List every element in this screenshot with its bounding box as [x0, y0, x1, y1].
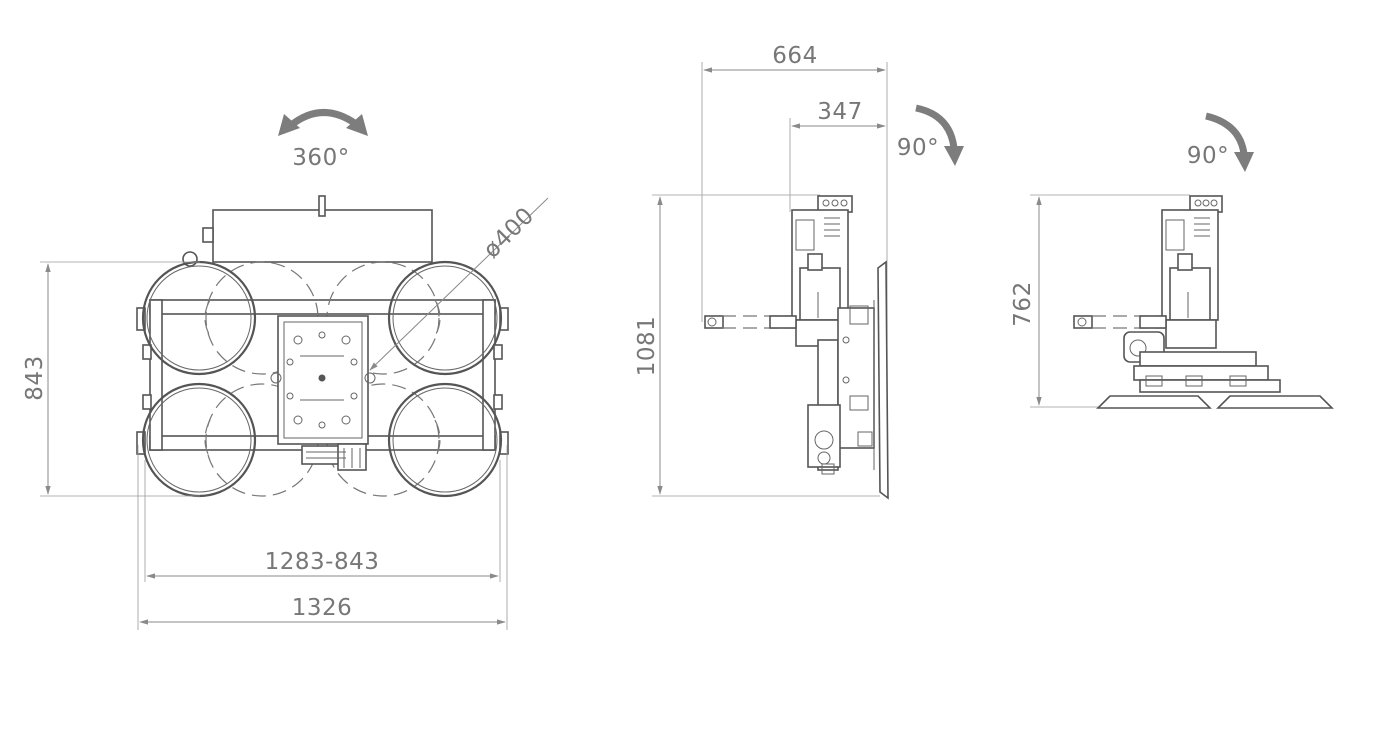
housing-knob	[202, 227, 214, 243]
pad	[1216, 395, 1334, 409]
pad	[1096, 395, 1212, 409]
top-view: 360°	[22, 109, 549, 630]
motor	[1169, 267, 1211, 321]
width-total-label: 1326	[292, 595, 353, 621]
housing	[212, 209, 433, 263]
height-label-side: 1081	[634, 316, 660, 377]
bracket	[493, 344, 503, 360]
width-partial-label: 347	[817, 99, 862, 125]
rotate-90-arrow-icon	[1205, 112, 1254, 172]
width-range-label: 1283-843	[265, 549, 380, 575]
side-view: 664 347 1081 90°	[634, 43, 964, 500]
frame	[1139, 379, 1281, 393]
gearbox	[1165, 319, 1217, 349]
lower-drive	[807, 404, 841, 468]
diameter-label: ø400	[479, 203, 540, 264]
frame	[1139, 351, 1257, 367]
bracket	[136, 431, 146, 455]
motor	[799, 267, 841, 321]
frame-left-rail	[149, 299, 163, 451]
frame-right-rail	[482, 299, 496, 451]
arm	[1073, 315, 1167, 329]
bottom-mechanism	[301, 443, 367, 471]
width-total-label-side: 664	[772, 43, 817, 69]
bracket	[142, 394, 152, 410]
arm	[704, 315, 797, 329]
bracket	[142, 344, 152, 360]
height-label-end: 762	[1010, 281, 1036, 326]
rotation-label-top: 360°	[292, 145, 349, 171]
height-label-top: 843	[22, 355, 48, 400]
end-view: 90° 762	[1010, 112, 1334, 409]
rotate-360-arrow-icon	[278, 109, 368, 136]
rotation-label-side: 90°	[897, 135, 939, 161]
bracket	[493, 394, 503, 410]
diameter-leader	[369, 197, 549, 371]
frame	[1133, 365, 1269, 381]
housing-tab	[318, 195, 326, 217]
bracket	[136, 307, 146, 331]
frame-top-rail	[149, 299, 496, 315]
rotate-90-arrow-icon	[915, 104, 964, 166]
suction-pad	[387, 260, 503, 376]
pad-plate	[877, 260, 889, 500]
rotation-label-end: 90°	[1187, 143, 1229, 169]
suction-pad	[387, 382, 503, 498]
center-plate	[270, 315, 376, 445]
